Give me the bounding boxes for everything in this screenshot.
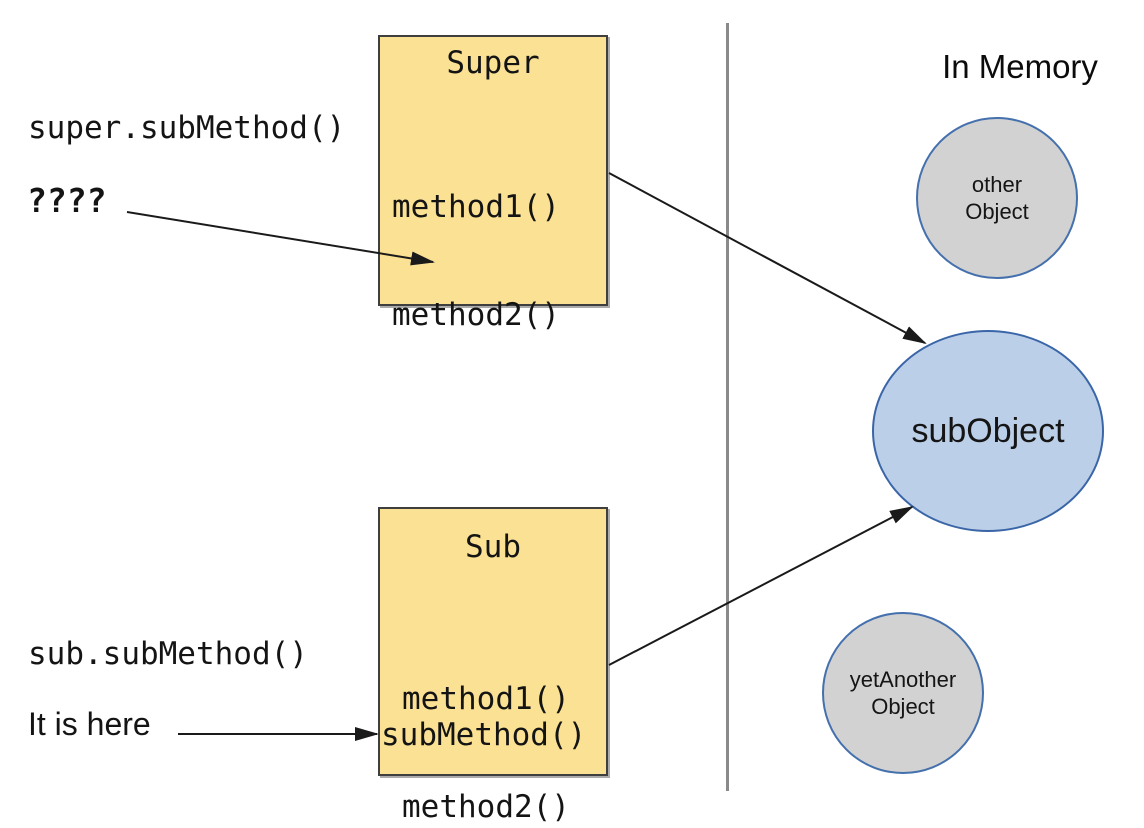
other-object-label-line2: Object <box>965 199 1029 224</box>
yet-another-object-label-line2: Object <box>871 694 935 719</box>
sub-submethod: subMethod() <box>381 717 587 753</box>
sub-class-box: Sub method1() method2() subMethod() <box>378 507 608 825</box>
super-method-list: method1() method2() <box>392 117 560 405</box>
yet-another-object-label: yetAnother Object <box>850 666 956 720</box>
super-class-title: Super <box>446 45 540 81</box>
super-to-subobject-arrow <box>608 172 927 344</box>
yet-another-object-label-line1: yetAnother <box>849 667 957 692</box>
sub-class-title: Sub <box>465 529 521 565</box>
sub-object-ellipse: subObject <box>872 330 1104 532</box>
memory-divider-line <box>726 23 729 791</box>
super-method2: method2() <box>392 297 560 333</box>
sub-object-label: subObject <box>911 411 1065 450</box>
in-memory-title: In Memory <box>942 48 1098 85</box>
super-method1: method1() <box>392 189 560 225</box>
other-object-label: other Object <box>965 171 1029 225</box>
sub-method2: method2() <box>402 789 570 825</box>
super-class-box: Super method1() method2() <box>378 35 608 333</box>
sub-method-list: method1() method2() <box>402 609 570 828</box>
sub-call-code-label: sub.subMethod() <box>28 636 308 672</box>
question-marks-label: ???? <box>27 181 107 220</box>
other-object-circle: other Object <box>916 117 1078 279</box>
sub-method1: method1() <box>402 681 570 717</box>
super-call-code-label: super.subMethod() <box>28 110 346 146</box>
other-object-label-line1: other <box>971 172 1023 197</box>
yet-another-object-circle: yetAnother Object <box>822 612 984 774</box>
it-is-here-label: It is here <box>28 706 151 742</box>
